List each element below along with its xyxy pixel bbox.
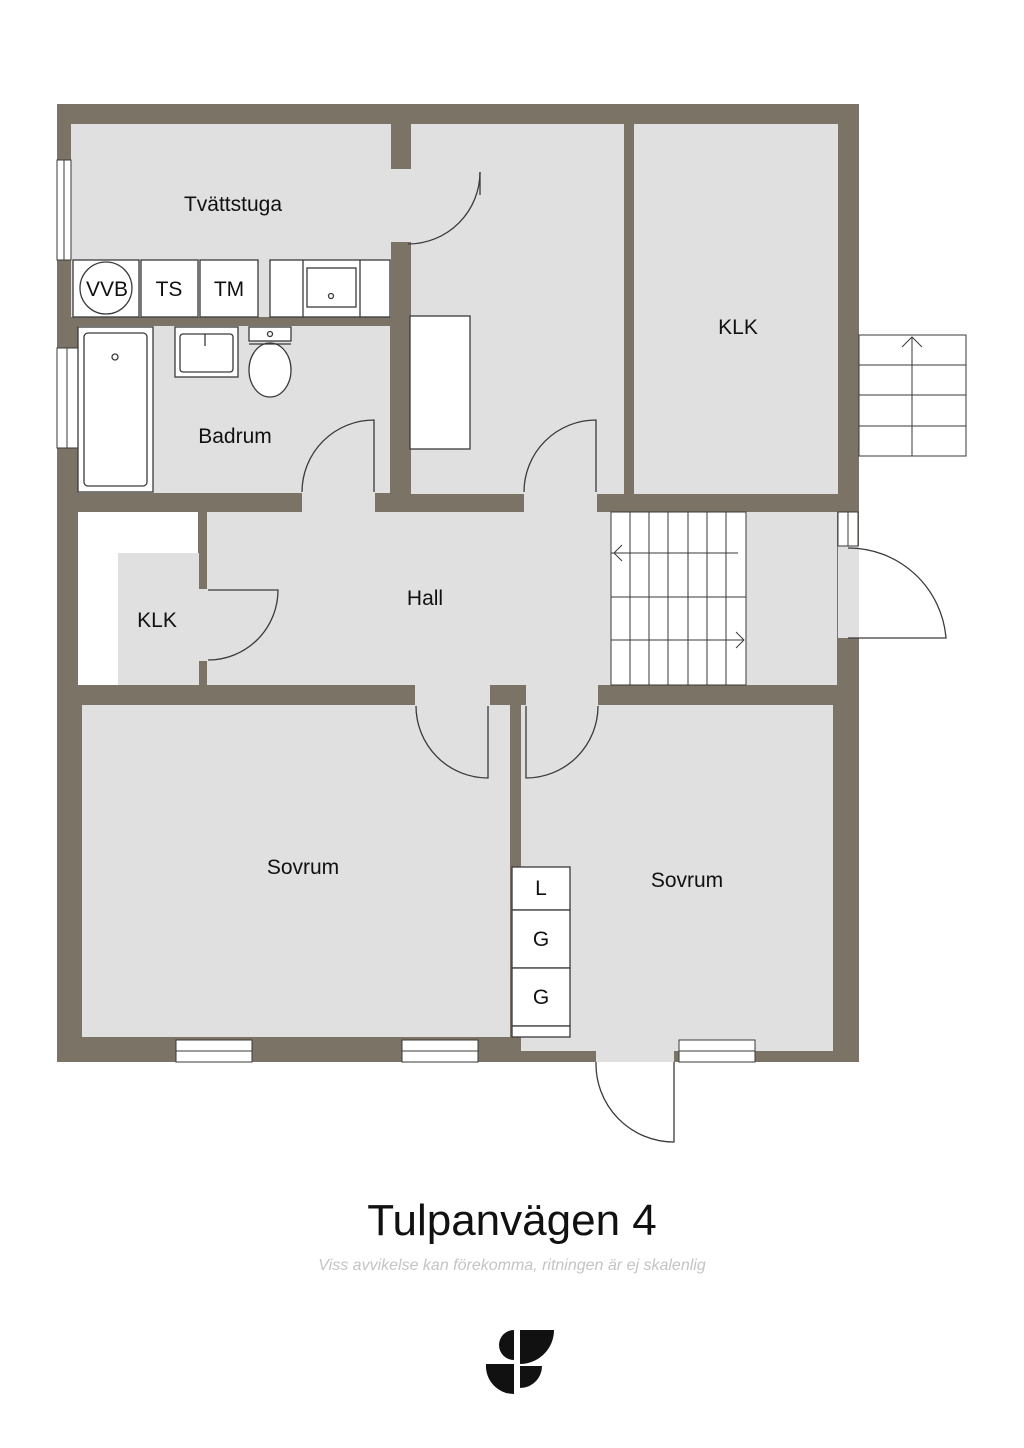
- plan-title: Tulpanvägen 4: [367, 1196, 657, 1245]
- bathroom-fixtures: [77, 326, 292, 493]
- tm-box: [199, 259, 259, 318]
- room-floors: [71, 124, 838, 1051]
- door-gaps: [198, 169, 859, 1062]
- exterior-stairs: [858, 334, 967, 457]
- wardrobe-l: [511, 866, 571, 911]
- windows: [56, 159, 859, 1063]
- door-swings: [207, 171, 947, 1143]
- kitchen-counter: [409, 315, 471, 450]
- label-klk-small: KLK: [137, 609, 177, 632]
- sf-logo-icon: [485, 1330, 554, 1395]
- label-wardrobe-g1: G: [533, 928, 549, 951]
- wardrobes: [511, 866, 571, 1038]
- laundry-sink: [306, 267, 357, 308]
- interior-stairs: [610, 511, 747, 686]
- floor-tvattstuga: [71, 124, 391, 260]
- label-tvattstuga: Tvättstuga: [184, 193, 282, 216]
- ts-box: [140, 259, 199, 318]
- storage-white-2: [78, 553, 118, 685]
- label-badrum: Badrum: [198, 425, 272, 448]
- wardrobe-g1: [511, 909, 571, 969]
- label-sovrum-right: Sovrum: [651, 869, 723, 892]
- vvb-circle: [79, 261, 133, 315]
- storage-white: [78, 512, 198, 553]
- label-wardrobe-l: L: [535, 877, 547, 900]
- label-hall: Hall: [407, 587, 443, 610]
- floor-klk-small: [118, 553, 199, 685]
- label-wardrobe-g2: G: [533, 986, 549, 1009]
- label-tm: TM: [214, 278, 244, 301]
- partition-klk: [624, 201, 633, 494]
- floor-klk-top: [634, 124, 838, 494]
- label-vvb: VVB: [86, 278, 128, 301]
- toilet-bowl: [248, 342, 292, 398]
- floor-sovrum-left: [82, 705, 510, 1037]
- laundry-counter: [72, 259, 391, 318]
- floor-plan: Tvättstuga KLK Badrum Hall KLK Sovrum So…: [56, 104, 967, 1143]
- label-sovrum-left: Sovrum: [267, 856, 339, 879]
- label-ts: TS: [156, 278, 183, 301]
- floor-sovrum-right: [521, 705, 833, 1051]
- plan-disclaimer: Viss avvikelse kan förekomma, ritningen …: [318, 1257, 706, 1274]
- label-klk-top: KLK: [718, 316, 758, 339]
